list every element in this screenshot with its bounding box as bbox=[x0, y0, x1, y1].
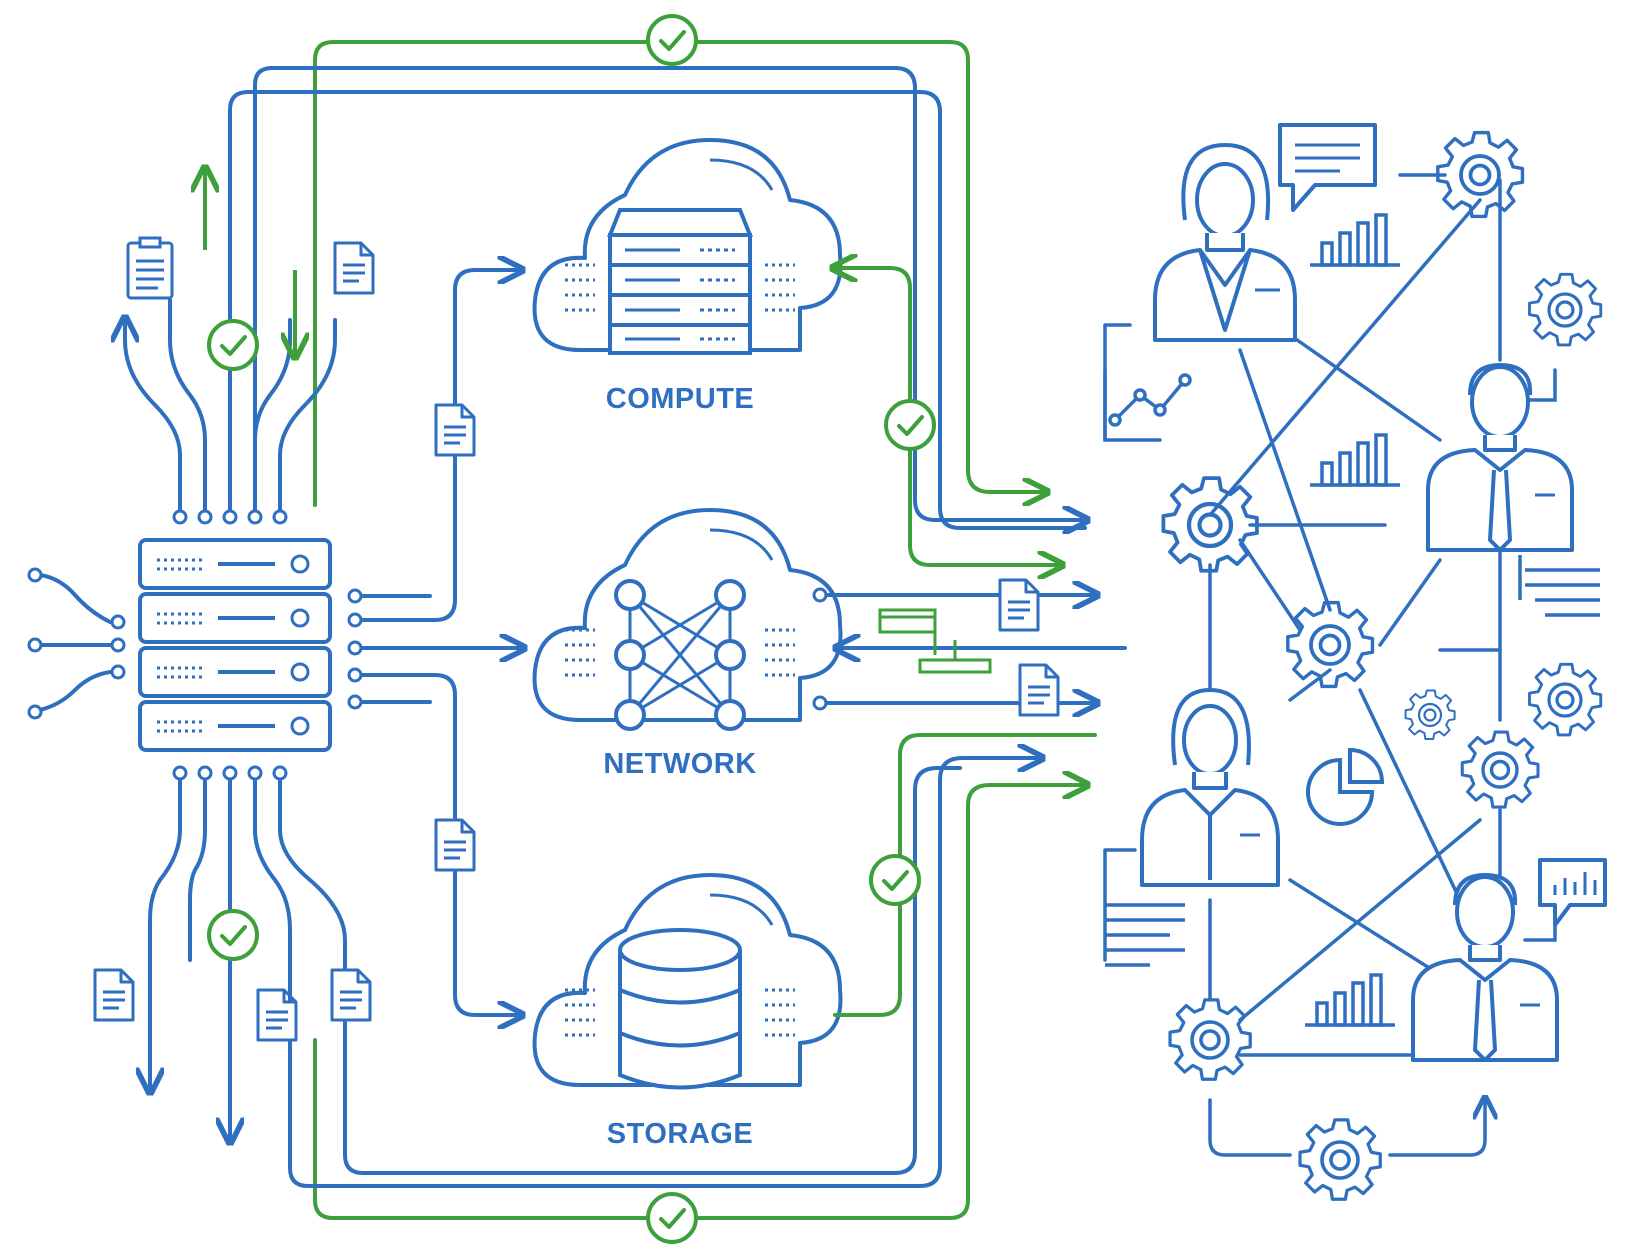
gear-icon bbox=[1527, 272, 1603, 347]
network-label: NETWORK bbox=[603, 748, 756, 780]
chat-bubble-icon bbox=[1278, 123, 1377, 212]
server-bottom-ports bbox=[172, 765, 288, 781]
person-icon bbox=[1411, 873, 1559, 1062]
server-right-connectors bbox=[358, 270, 522, 1015]
clipboard-icon bbox=[126, 236, 174, 300]
document-icon bbox=[330, 968, 372, 1022]
bar-chart-icon bbox=[1303, 973, 1397, 1027]
server-rack-icon bbox=[138, 538, 332, 752]
gear-icon bbox=[1435, 130, 1525, 219]
gear-icon bbox=[1460, 730, 1540, 809]
storage-cloud: STORAGE bbox=[532, 873, 843, 1150]
check-icon bbox=[646, 14, 698, 66]
text-lines-icon bbox=[1518, 555, 1600, 617]
person-icon bbox=[1426, 363, 1574, 552]
chat-chart-icon bbox=[1538, 858, 1607, 927]
gear-icon bbox=[1168, 998, 1253, 1082]
gear-icon bbox=[1527, 662, 1603, 737]
gear-icon bbox=[1285, 600, 1375, 689]
bar-chart-icon bbox=[1308, 433, 1402, 487]
document-icon bbox=[434, 818, 476, 872]
check-icon bbox=[646, 1192, 698, 1244]
document-icon bbox=[998, 578, 1040, 632]
bar-chart-icon bbox=[1308, 213, 1402, 267]
bottom-loop-lines bbox=[288, 758, 1085, 1220]
person-icon bbox=[1140, 688, 1280, 887]
database-icon bbox=[618, 928, 742, 1090]
check-icon bbox=[884, 399, 936, 451]
pie-chart-icon bbox=[1306, 747, 1385, 826]
server-left-circuits bbox=[39, 573, 120, 712]
card-terminal-icon bbox=[878, 608, 992, 674]
person-icon bbox=[1153, 143, 1297, 342]
gear-icon bbox=[1404, 689, 1456, 741]
server-top-connectors bbox=[125, 298, 337, 517]
network-cloud: NETWORK bbox=[532, 508, 843, 780]
storage-label: STORAGE bbox=[607, 1118, 753, 1150]
line-chart-icon bbox=[1103, 370, 1192, 440]
document-icon bbox=[434, 403, 476, 457]
server-top-ports bbox=[172, 509, 288, 525]
check-icon bbox=[207, 909, 259, 961]
text-lines-icon bbox=[1105, 903, 1185, 967]
gear-icon bbox=[1298, 1118, 1383, 1202]
network-connections bbox=[823, 595, 1127, 703]
compute-label: COMPUTE bbox=[606, 383, 755, 415]
document-icon bbox=[256, 988, 298, 1042]
network-topology-icon bbox=[614, 579, 746, 731]
document-icon bbox=[333, 241, 375, 295]
cloud-icon bbox=[532, 508, 843, 722]
document-icon bbox=[1018, 663, 1060, 717]
check-icon bbox=[207, 319, 259, 371]
compute-cloud: COMPUTE bbox=[532, 138, 843, 415]
gear-icon bbox=[1163, 478, 1257, 571]
document-icon bbox=[93, 968, 135, 1022]
check-icon bbox=[869, 854, 921, 906]
